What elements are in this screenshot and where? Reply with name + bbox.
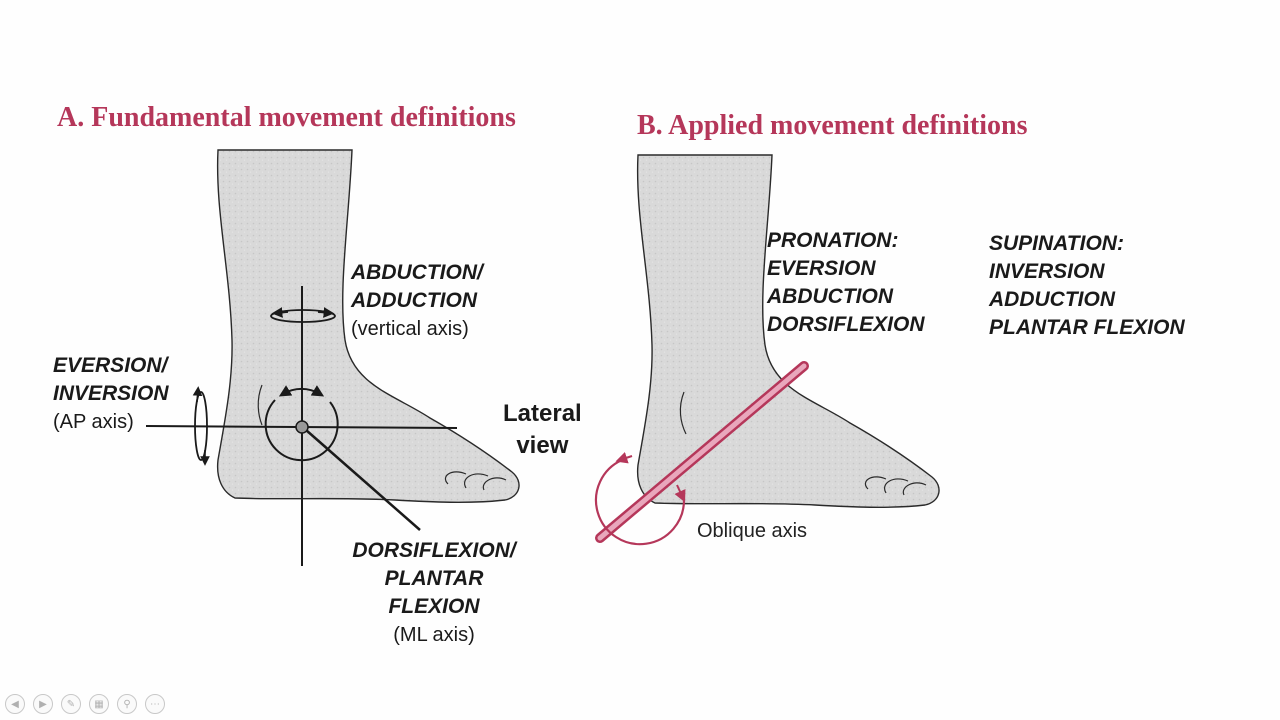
oblique-axis-label: Oblique axis bbox=[697, 520, 808, 542]
pen-icon[interactable]: ✎ bbox=[61, 694, 81, 714]
panel-b-title: B. Applied movement definitions bbox=[637, 110, 1028, 141]
previous-icon[interactable]: ◀ bbox=[5, 694, 25, 714]
foot-a-shape bbox=[216, 149, 520, 503]
abduction-label: ABDUCTION/ ADDUCTION (vertical axis) bbox=[351, 261, 483, 340]
foot-b-shape bbox=[636, 154, 940, 508]
pronation-label: PRONATION: EVERSION ABDUCTION DORSIFLEXI… bbox=[767, 229, 925, 336]
slides-icon[interactable]: ▦ bbox=[89, 694, 109, 714]
more-icon[interactable]: ⋯ bbox=[145, 694, 165, 714]
supination-label: SUPINATION: INVERSION ADDUCTION PLANTAR … bbox=[989, 232, 1185, 339]
next-icon[interactable]: ▶ bbox=[33, 694, 53, 714]
axes-a bbox=[145, 286, 458, 566]
lateral-view-label: Lateral view bbox=[503, 400, 582, 459]
eversion-label: EVERSION/ INVERSION (AP axis) bbox=[53, 354, 169, 433]
dorsiflexion-label: DORSIFLEXION/ PLANTAR FLEXION (ML axis) bbox=[352, 539, 516, 646]
oblique-axis-rod bbox=[594, 361, 809, 546]
panel-a-title: A. Fundamental movement definitions bbox=[57, 102, 516, 133]
zoom-icon[interactable]: ⚲ bbox=[117, 694, 137, 714]
slideshow-controls: ◀ ▶ ✎ ▦ ⚲ ⋯ bbox=[5, 694, 165, 714]
